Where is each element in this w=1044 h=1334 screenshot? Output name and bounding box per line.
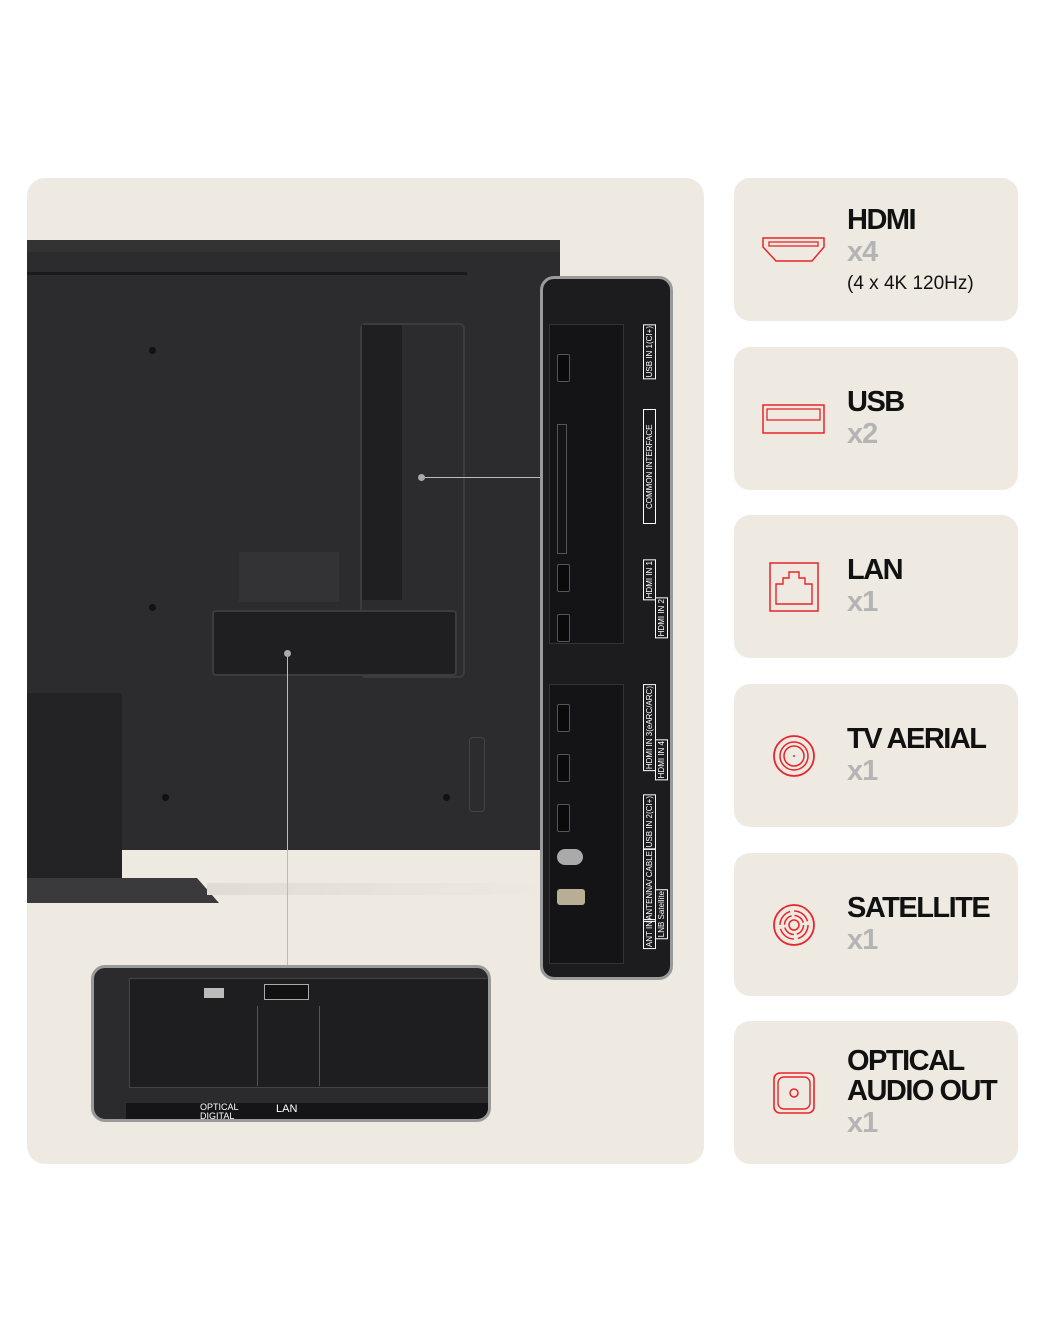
tv-stand [27, 693, 122, 903]
port-label: HDMI IN 2 [655, 597, 668, 639]
bottom-port-area [212, 610, 457, 676]
card-count: x1 [847, 754, 878, 787]
port-label: USB IN 2(CI+) [643, 794, 656, 850]
port-label: HDMI IN 4 [655, 739, 668, 781]
card-count: x1 [847, 923, 878, 956]
hdmi-port-icon [762, 226, 826, 274]
side-ports-closeup: USB IN 1(CI+) COMMON INTERFACE HDMI IN 1… [540, 276, 673, 980]
card-title: OPTICAL AUDIO OUT [847, 1044, 998, 1107]
lan-port-icon [762, 561, 826, 612]
card-title: USB [847, 385, 905, 418]
port-label: HDMI IN 1 [643, 559, 656, 601]
port-label: COMMON INTERFACE [643, 409, 656, 524]
card-count: x1 [847, 1106, 878, 1139]
optical-label: OPTICAL DIGITAL [200, 1102, 239, 1121]
usb-port-icon [762, 395, 826, 443]
bottom-ports-closeup: OPTICAL DIGITAL LAN [91, 965, 491, 1122]
port-label: LNB Satellite [655, 889, 668, 940]
port-label: ANT IN [643, 919, 656, 950]
card-note: (4 x 4K 120Hz) [847, 272, 974, 294]
card-title: SATELLITE [847, 891, 991, 924]
aerial-port-icon [762, 732, 826, 780]
optical-port-icon [762, 1069, 826, 1117]
card-title: HDMI [847, 203, 917, 236]
lan-label: LAN [276, 1103, 298, 1115]
card-count: x2 [847, 417, 878, 450]
card-title: TV AERIAL [847, 722, 987, 755]
card-count: x4 [847, 235, 878, 268]
side-port-area [360, 323, 465, 678]
card-title: LAN [847, 553, 904, 586]
port-label: USB IN 1(CI+) [643, 324, 656, 380]
tv-stand-base [27, 878, 219, 903]
card-count: x1 [847, 585, 878, 618]
satellite-port-icon [762, 901, 826, 949]
